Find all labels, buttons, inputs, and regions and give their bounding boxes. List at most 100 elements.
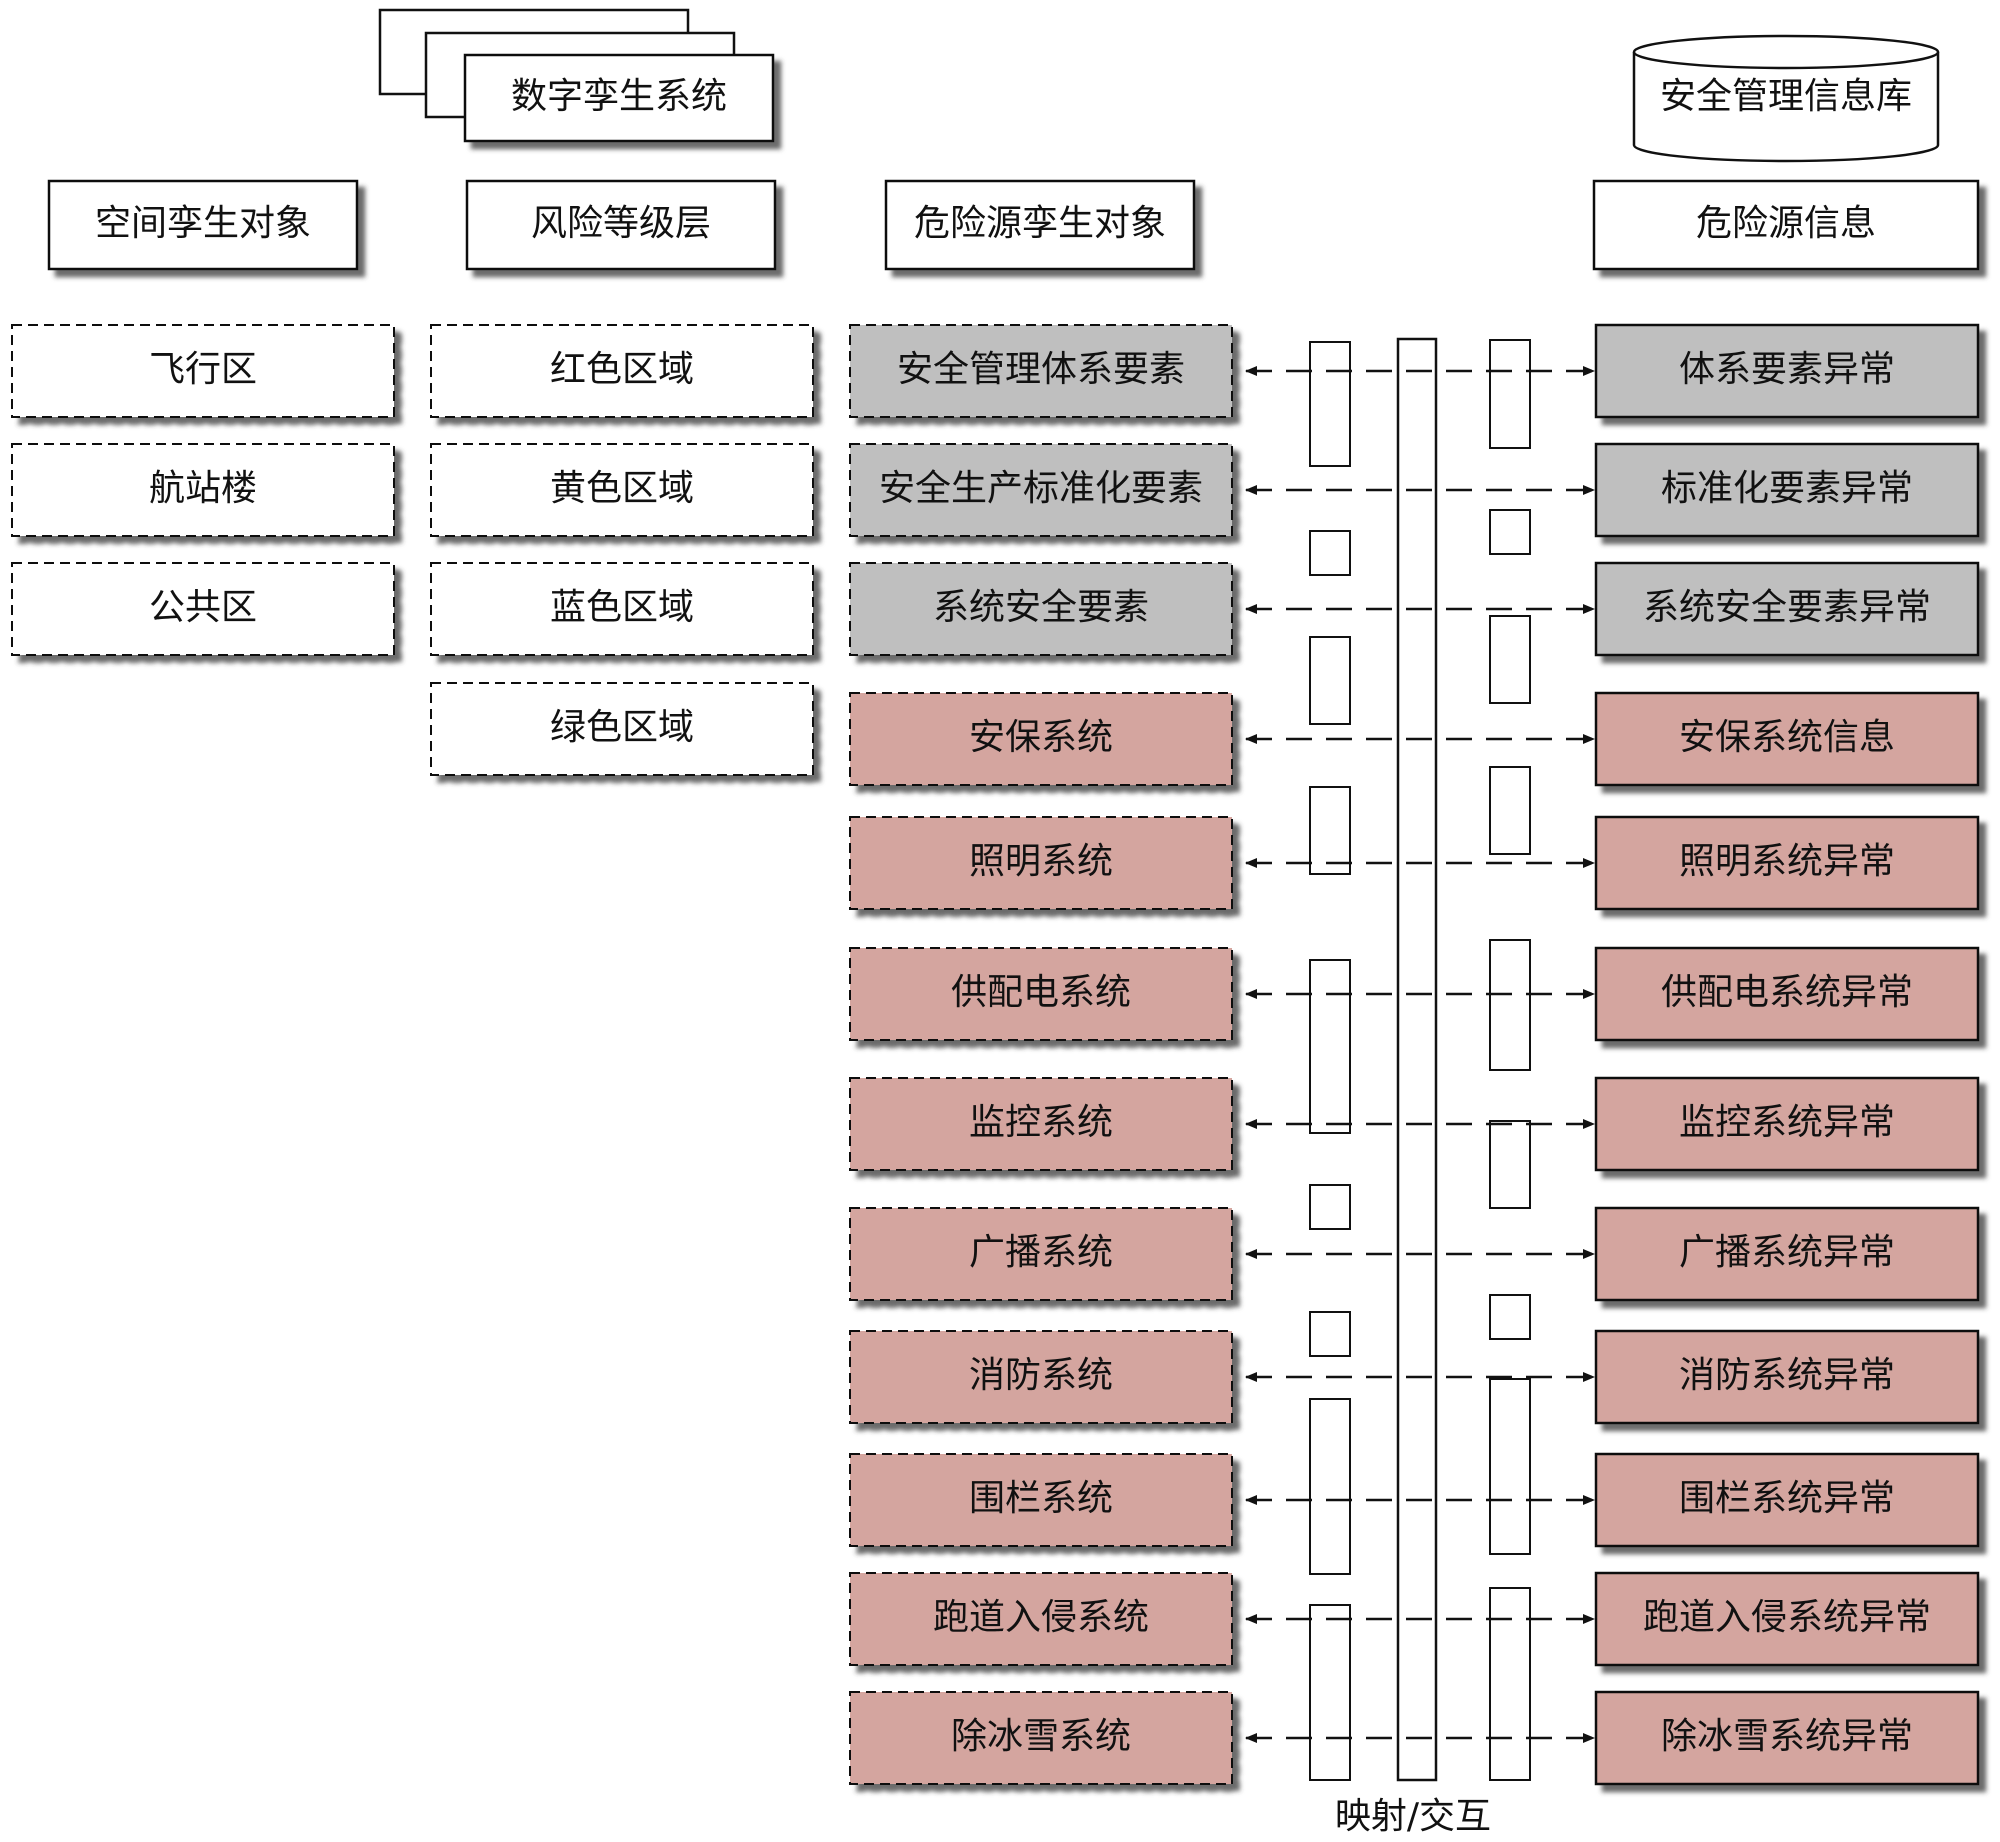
hazard-item: 消防系统 — [969, 1355, 1113, 1396]
mapping-left-block — [1309, 341, 1351, 467]
spatial-box — [11, 324, 395, 418]
mapping-left-block — [1309, 959, 1351, 1134]
info-item: 安保系统信息 — [1679, 717, 1895, 758]
hazard-item: 广播系统 — [969, 1232, 1113, 1273]
risk-box — [430, 682, 814, 776]
hazard-objects: 安全管理体系要素 安全生产标准化要素 系统安全要素 安保系统 照明系统 供配电系… — [849, 324, 1233, 1785]
safety-database-cylinder: 安全管理信息库 — [1632, 34, 1940, 163]
mapping-label: 映射/交互 — [1335, 1796, 1491, 1837]
digital-twin-system-title: 数字孪生系统 — [511, 76, 727, 117]
spatial-box — [11, 443, 395, 537]
cylinder-top — [1632, 34, 1940, 70]
hazard-box — [849, 1572, 1233, 1666]
info-item: 广播系统异常 — [1679, 1232, 1895, 1273]
info-box — [1594, 691, 1980, 787]
hazard-item: 围栏系统 — [969, 1478, 1113, 1519]
info-box — [1594, 323, 1980, 419]
mapping-left-block — [1309, 1604, 1351, 1781]
mapping-left-block — [1309, 530, 1351, 576]
hazard-box — [849, 692, 1233, 786]
safety-database-title: 安全管理信息库 — [1660, 76, 1912, 117]
info-item: 供配电系统异常 — [1661, 972, 1913, 1013]
hazard-item: 监控系统 — [969, 1102, 1113, 1143]
info-box — [1594, 561, 1980, 657]
info-item: 标准化要素异常 — [1661, 468, 1913, 509]
hazard-item: 系统安全要素 — [933, 587, 1149, 628]
risk-item: 蓝色区域 — [550, 587, 694, 628]
mapping-left-block — [1309, 1311, 1351, 1357]
spatial-item: 航站楼 — [149, 468, 257, 509]
mapping-right-block — [1489, 1120, 1531, 1209]
info-item: 系统安全要素异常 — [1643, 587, 1931, 628]
info-box — [1594, 1690, 1980, 1786]
info-box — [1594, 1206, 1980, 1302]
column-headers: 空间孪生对象 风险等级层 危险源孪生对象 危险源信息 — [47, 179, 1980, 271]
risk-item: 黄色区域 — [550, 468, 694, 509]
info-item: 跑道入侵系统异常 — [1643, 1597, 1931, 1638]
hazard-info: 体系要素异常 标准化要素异常 系统安全要素异常 安保系统信息 照明系统异常 供配… — [1594, 323, 1980, 1786]
risk-box — [430, 443, 814, 537]
risk-item: 红色区域 — [550, 349, 694, 390]
hazard-item: 供配电系统 — [951, 972, 1131, 1013]
hazard-box — [849, 1330, 1233, 1424]
mapping-left-block — [1309, 1184, 1351, 1230]
hazard-item: 照明系统 — [969, 841, 1113, 882]
hazard-box — [849, 1077, 1233, 1171]
mapping-right-block — [1489, 939, 1531, 1071]
risk-box — [430, 324, 814, 418]
header-risk-box — [465, 179, 777, 271]
stack-page-front — [463, 53, 775, 143]
info-box — [1594, 1452, 1980, 1548]
mapping-left-block — [1309, 786, 1351, 875]
mapping-right-block — [1489, 1587, 1531, 1781]
info-item: 消防系统异常 — [1679, 1355, 1895, 1396]
cylinder-body — [1632, 52, 1940, 163]
hazard-item: 安保系统 — [969, 717, 1113, 758]
header-spatial-box — [47, 179, 359, 271]
info-item: 体系要素异常 — [1679, 349, 1895, 390]
spatial-item: 公共区 — [149, 587, 257, 628]
hazard-item: 安全生产标准化要素 — [879, 468, 1203, 509]
hazard-box — [849, 1453, 1233, 1547]
hazard-box — [849, 324, 1233, 418]
info-box — [1594, 1329, 1980, 1425]
mapping-right-block — [1489, 339, 1531, 449]
info-box — [1594, 1571, 1980, 1667]
info-box — [1594, 442, 1980, 538]
hazard-box — [849, 562, 1233, 656]
mapping-lane — [1309, 337, 1531, 1782]
hazard-box — [849, 1691, 1233, 1785]
header-info: 危险源信息 — [1696, 203, 1876, 244]
mapping-central-bar — [1396, 337, 1438, 1782]
mapping-right-block — [1489, 766, 1531, 855]
info-box — [1594, 815, 1980, 911]
hazard-item: 除冰雪系统 — [951, 1716, 1131, 1757]
header-hazard-box — [884, 179, 1196, 271]
info-item: 围栏系统异常 — [1679, 1478, 1895, 1519]
risk-item: 绿色区域 — [550, 707, 694, 748]
hazard-item: 安全管理体系要素 — [897, 349, 1185, 390]
header-hazard: 危险源孪生对象 — [914, 203, 1166, 244]
risk-box — [430, 562, 814, 656]
digital-twin-system-stack: 数字孪生系统 — [378, 8, 775, 143]
info-box — [1594, 1076, 1980, 1172]
info-item: 照明系统异常 — [1679, 841, 1895, 882]
hazard-item: 跑道入侵系统 — [933, 1597, 1149, 1638]
header-spatial: 空间孪生对象 — [95, 203, 311, 244]
mapping-right-block — [1489, 1294, 1531, 1340]
header-risk: 风险等级层 — [531, 203, 711, 244]
spatial-objects: 飞行区 航站楼 公共区 — [11, 324, 395, 656]
hazard-box — [849, 443, 1233, 537]
hazard-box — [849, 816, 1233, 910]
spatial-box — [11, 562, 395, 656]
header-info-box — [1592, 179, 1980, 271]
mapping-left-block — [1309, 636, 1351, 725]
mapping-right-block — [1489, 1378, 1531, 1555]
info-item: 监控系统异常 — [1679, 1102, 1895, 1143]
mapping-right-block — [1489, 615, 1531, 704]
hazard-box — [849, 947, 1233, 1041]
info-box — [1594, 946, 1980, 1042]
mapping-left-block — [1309, 1398, 1351, 1575]
mapping-arrows — [1245, 366, 1595, 1743]
